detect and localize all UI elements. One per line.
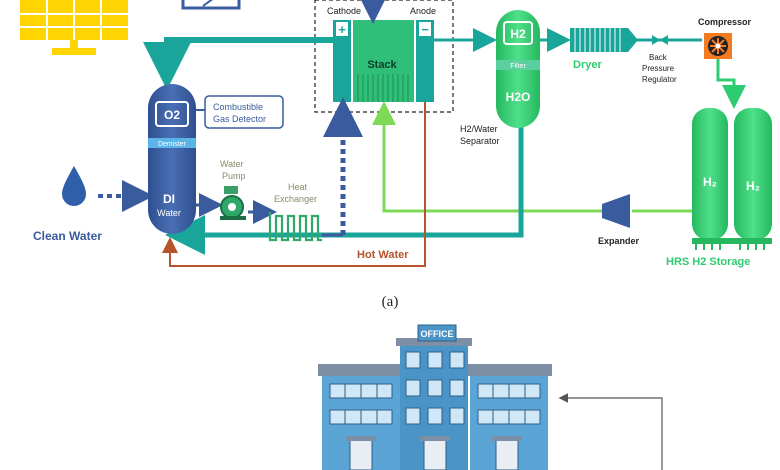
hx-label-line2: Exchanger <box>274 194 317 204</box>
heat-exchanger-icon <box>268 212 322 242</box>
cathode-plate <box>333 20 351 102</box>
di-label: DI <box>163 192 175 206</box>
anode-label: Anode <box>410 6 436 16</box>
h2-water-separator: H2 Filter H2O <box>496 10 540 128</box>
separator-caption-line1: H2/Water <box>460 124 498 134</box>
separator-h2o-label: H2O <box>506 90 531 104</box>
plus-sign: + <box>338 22 346 37</box>
compressor-icon <box>704 33 732 59</box>
tank-2-label: H₂ <box>746 179 760 193</box>
vessel-body <box>148 84 196 234</box>
separator-h2-label: H2 <box>510 27 526 41</box>
office-supply-line <box>558 393 663 470</box>
cathode-label: Cathode <box>327 6 361 16</box>
power-converter-icon <box>181 0 241 10</box>
pipe-hot-water <box>162 102 426 267</box>
stack-label: Stack <box>367 59 397 71</box>
h2-storage-tanks: H₂ H₂ <box>692 108 772 250</box>
expander-label: Expander <box>598 236 640 246</box>
o2-di-water-vessel: O2 Demister DI Water <box>148 84 196 234</box>
hx-label-line1: Heat <box>288 182 308 192</box>
detector-line2: Gas Detector <box>213 114 266 124</box>
clean-water-label: Clean Water <box>33 229 102 243</box>
pipe-o2-to-vessel <box>143 37 333 90</box>
anode-plate <box>416 20 434 102</box>
tank-1-label: H₂ <box>703 175 717 189</box>
o2-label: O2 <box>164 108 180 122</box>
office-sign: OFFICE <box>421 329 454 339</box>
storage-tank-1 <box>692 108 728 240</box>
separator-caption-line2: Separator <box>460 136 500 146</box>
expander-icon <box>602 194 630 228</box>
office-building-icon: OFFICE <box>318 324 552 470</box>
water-label: Water <box>157 208 181 218</box>
storage-caption: HRS H2 Storage <box>666 256 750 268</box>
pump-label-line2: Pump <box>222 171 246 181</box>
filter-label: Filter <box>510 63 526 70</box>
storage-tank-2 <box>734 108 772 240</box>
bpr-line2: Pressure <box>642 64 675 73</box>
gas-detector: Combustible Gas Detector <box>204 95 284 129</box>
pump-label-line1: Water <box>220 159 244 169</box>
dryer-label: Dryer <box>573 59 602 71</box>
demister-label: Demister <box>158 141 187 148</box>
hot-water-label: Hot Water <box>357 249 409 261</box>
minus-sign: − <box>421 22 429 37</box>
pipe-return-to-stack <box>372 101 602 213</box>
compressor-label: Compressor <box>698 17 752 27</box>
water-pump-icon <box>220 186 246 220</box>
electrolyzer-stack: Cathode Anode + − Stack <box>314 0 454 113</box>
bpr-line1: Back <box>649 53 668 62</box>
water-drop-icon <box>62 166 86 206</box>
pipe-to-storage <box>716 58 746 109</box>
caption-a: (a) <box>382 294 399 310</box>
dryer-icon <box>570 28 638 52</box>
solar-panel-icon <box>20 0 128 55</box>
detector-line1: Combustible <box>213 102 263 112</box>
back-pressure-regulator-icon <box>652 35 668 45</box>
bpr-line3: Regulator <box>642 75 677 84</box>
